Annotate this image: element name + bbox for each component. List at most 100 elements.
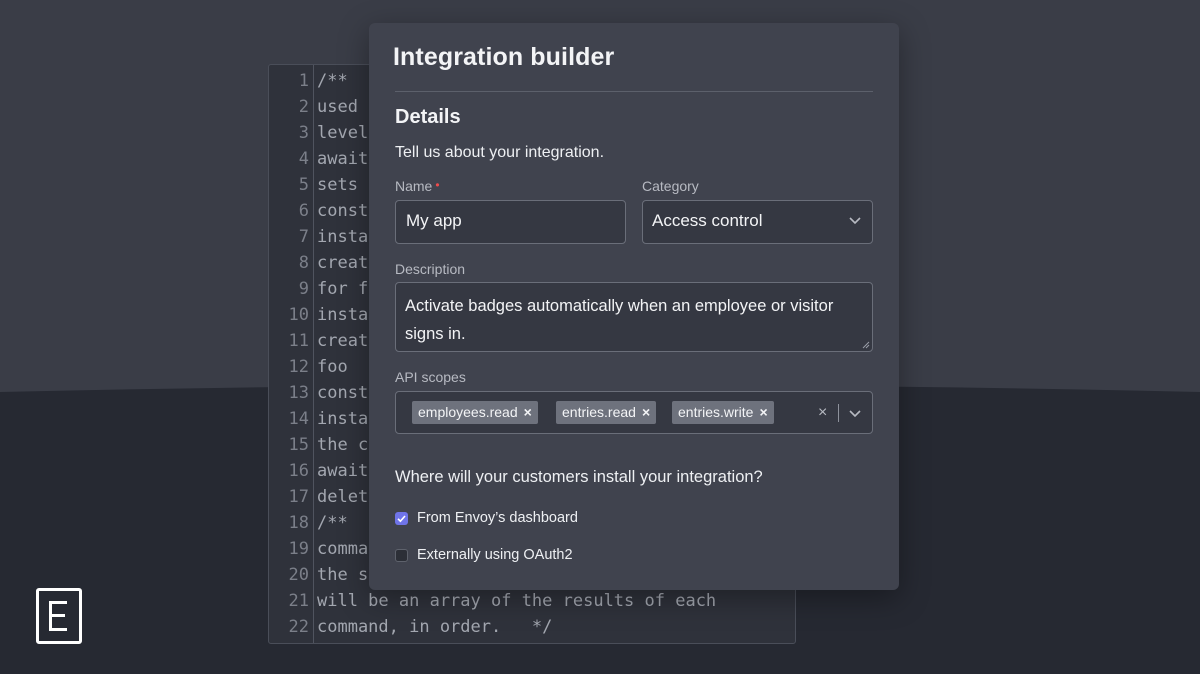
code-line: 7 insta (269, 224, 368, 250)
name-input[interactable]: My app (395, 200, 626, 244)
code-text: the c (317, 435, 369, 455)
code-line: 14 insta (269, 406, 369, 432)
line-number: 11 (288, 331, 309, 351)
remove-tag-icon[interactable]: × (523, 404, 532, 420)
checkmark-icon (397, 514, 406, 522)
code-text: await (317, 461, 369, 481)
resize-handle-icon[interactable] (862, 341, 870, 349)
line-number: 5 (298, 175, 309, 195)
name-label-text: Name (395, 178, 433, 194)
code-text: const (317, 201, 369, 221)
line-number: 12 (288, 357, 309, 377)
code-text: will be an array of the results of each (317, 591, 717, 611)
name-value: My app (406, 211, 462, 230)
code-text: the s (317, 565, 369, 585)
code-line: 4 await (269, 146, 368, 172)
line-number: 14 (288, 409, 309, 429)
code-text: delet (317, 487, 369, 507)
line-number: 19 (288, 539, 309, 559)
scope-tag-label: employees.read (418, 404, 518, 420)
option-envoy-dashboard[interactable]: From Envoy’s dashboard (395, 510, 578, 526)
line-number: 6 (298, 201, 309, 221)
line-number: 17 (288, 487, 309, 507)
scope-tag: entries.read × (556, 401, 657, 424)
code-text: foo (317, 357, 348, 377)
option-label: From Envoy’s dashboard (417, 510, 578, 526)
code-text: insta (317, 227, 369, 247)
code-text: insta (317, 409, 369, 429)
clear-all-icon[interactable]: × (818, 404, 828, 421)
code-line: 6 const (269, 198, 368, 224)
line-number: 22 (288, 617, 309, 637)
code-text: await (317, 149, 369, 169)
checkbox-unchecked[interactable] (395, 548, 408, 562)
line-number: 15 (288, 435, 309, 455)
chevron-down-icon (849, 217, 861, 225)
code-line: 13 const (269, 380, 369, 406)
code-line: 9 for f (269, 276, 368, 302)
line-number: 16 (288, 461, 309, 481)
code-line: 15 the c (269, 432, 369, 458)
code-line: 19 comma (269, 536, 369, 562)
code-line: 12 foo (269, 354, 348, 380)
code-text: creat (317, 253, 369, 273)
scope-tag-label: entries.write (678, 404, 754, 420)
code-line: 8 creat (269, 250, 368, 276)
code-line: 2 used (269, 94, 358, 120)
code-text: creat (317, 331, 369, 351)
scope-tag: entries.write × (672, 401, 774, 424)
code-line: 22 command, in order. */ (269, 614, 553, 640)
line-number: 20 (288, 565, 309, 585)
description-textarea[interactable]: Activate badges automatically when an em… (395, 282, 873, 352)
code-line: 1 /** (269, 68, 348, 94)
code-line: 18 /** (269, 510, 348, 536)
code-text: sets (317, 175, 358, 195)
required-indicator: • (435, 178, 440, 192)
option-label: Externally using OAuth2 (417, 547, 573, 563)
modal-title: Integration builder (393, 43, 615, 71)
install-question: Where will your customers install your i… (395, 468, 763, 486)
chevron-down-icon[interactable] (848, 406, 862, 420)
envoy-logo (36, 588, 82, 644)
line-number-gutter (269, 65, 314, 643)
category-select[interactable]: Access control (642, 200, 873, 244)
line-number: 18 (288, 513, 309, 533)
code-text: const (317, 383, 369, 403)
code-line: 20 the s (269, 562, 369, 588)
code-text: for f (317, 279, 369, 299)
name-label: Name• (395, 178, 440, 194)
line-number: 4 (298, 149, 309, 169)
code-line: 3 level (269, 120, 368, 146)
code-text: level (317, 123, 369, 143)
scope-tag-label: entries.read (562, 404, 636, 420)
line-number: 8 (298, 253, 309, 273)
section-subtitle: Tell us about your integration. (395, 144, 605, 161)
api-scopes-multiselect[interactable]: employees.read × entries.read × entries.wr… (395, 391, 873, 434)
code-line: 17 delet (269, 484, 369, 510)
checkbox-checked[interactable] (395, 511, 408, 525)
code-text: /** (317, 513, 348, 533)
line-number: 13 (288, 383, 309, 403)
category-value: Access control (652, 211, 763, 230)
integration-builder-modal: Integration builder Details Tell us abou… (369, 23, 899, 590)
api-scopes-label: API scopes (395, 369, 466, 385)
line-number: 2 (298, 97, 309, 117)
code-line: 21 will be an array of the results of eac… (269, 588, 717, 614)
line-number: 3 (298, 123, 309, 143)
code-text: comma (317, 539, 369, 559)
remove-tag-icon[interactable]: × (759, 404, 768, 420)
option-oauth2[interactable]: Externally using OAuth2 (395, 547, 573, 563)
line-number: 21 (288, 591, 309, 611)
code-text: used (317, 97, 358, 117)
line-number: 1 (298, 71, 309, 91)
description-label: Description (395, 261, 466, 277)
line-number: 9 (298, 279, 309, 299)
code-line: 11 creat (269, 328, 369, 354)
code-text: command, in order. */ (317, 617, 553, 637)
line-number: 7 (298, 227, 309, 247)
divider (395, 91, 873, 92)
remove-tag-icon[interactable]: × (641, 404, 651, 420)
code-text: /** (317, 71, 348, 91)
code-line: 5 sets (269, 172, 358, 198)
